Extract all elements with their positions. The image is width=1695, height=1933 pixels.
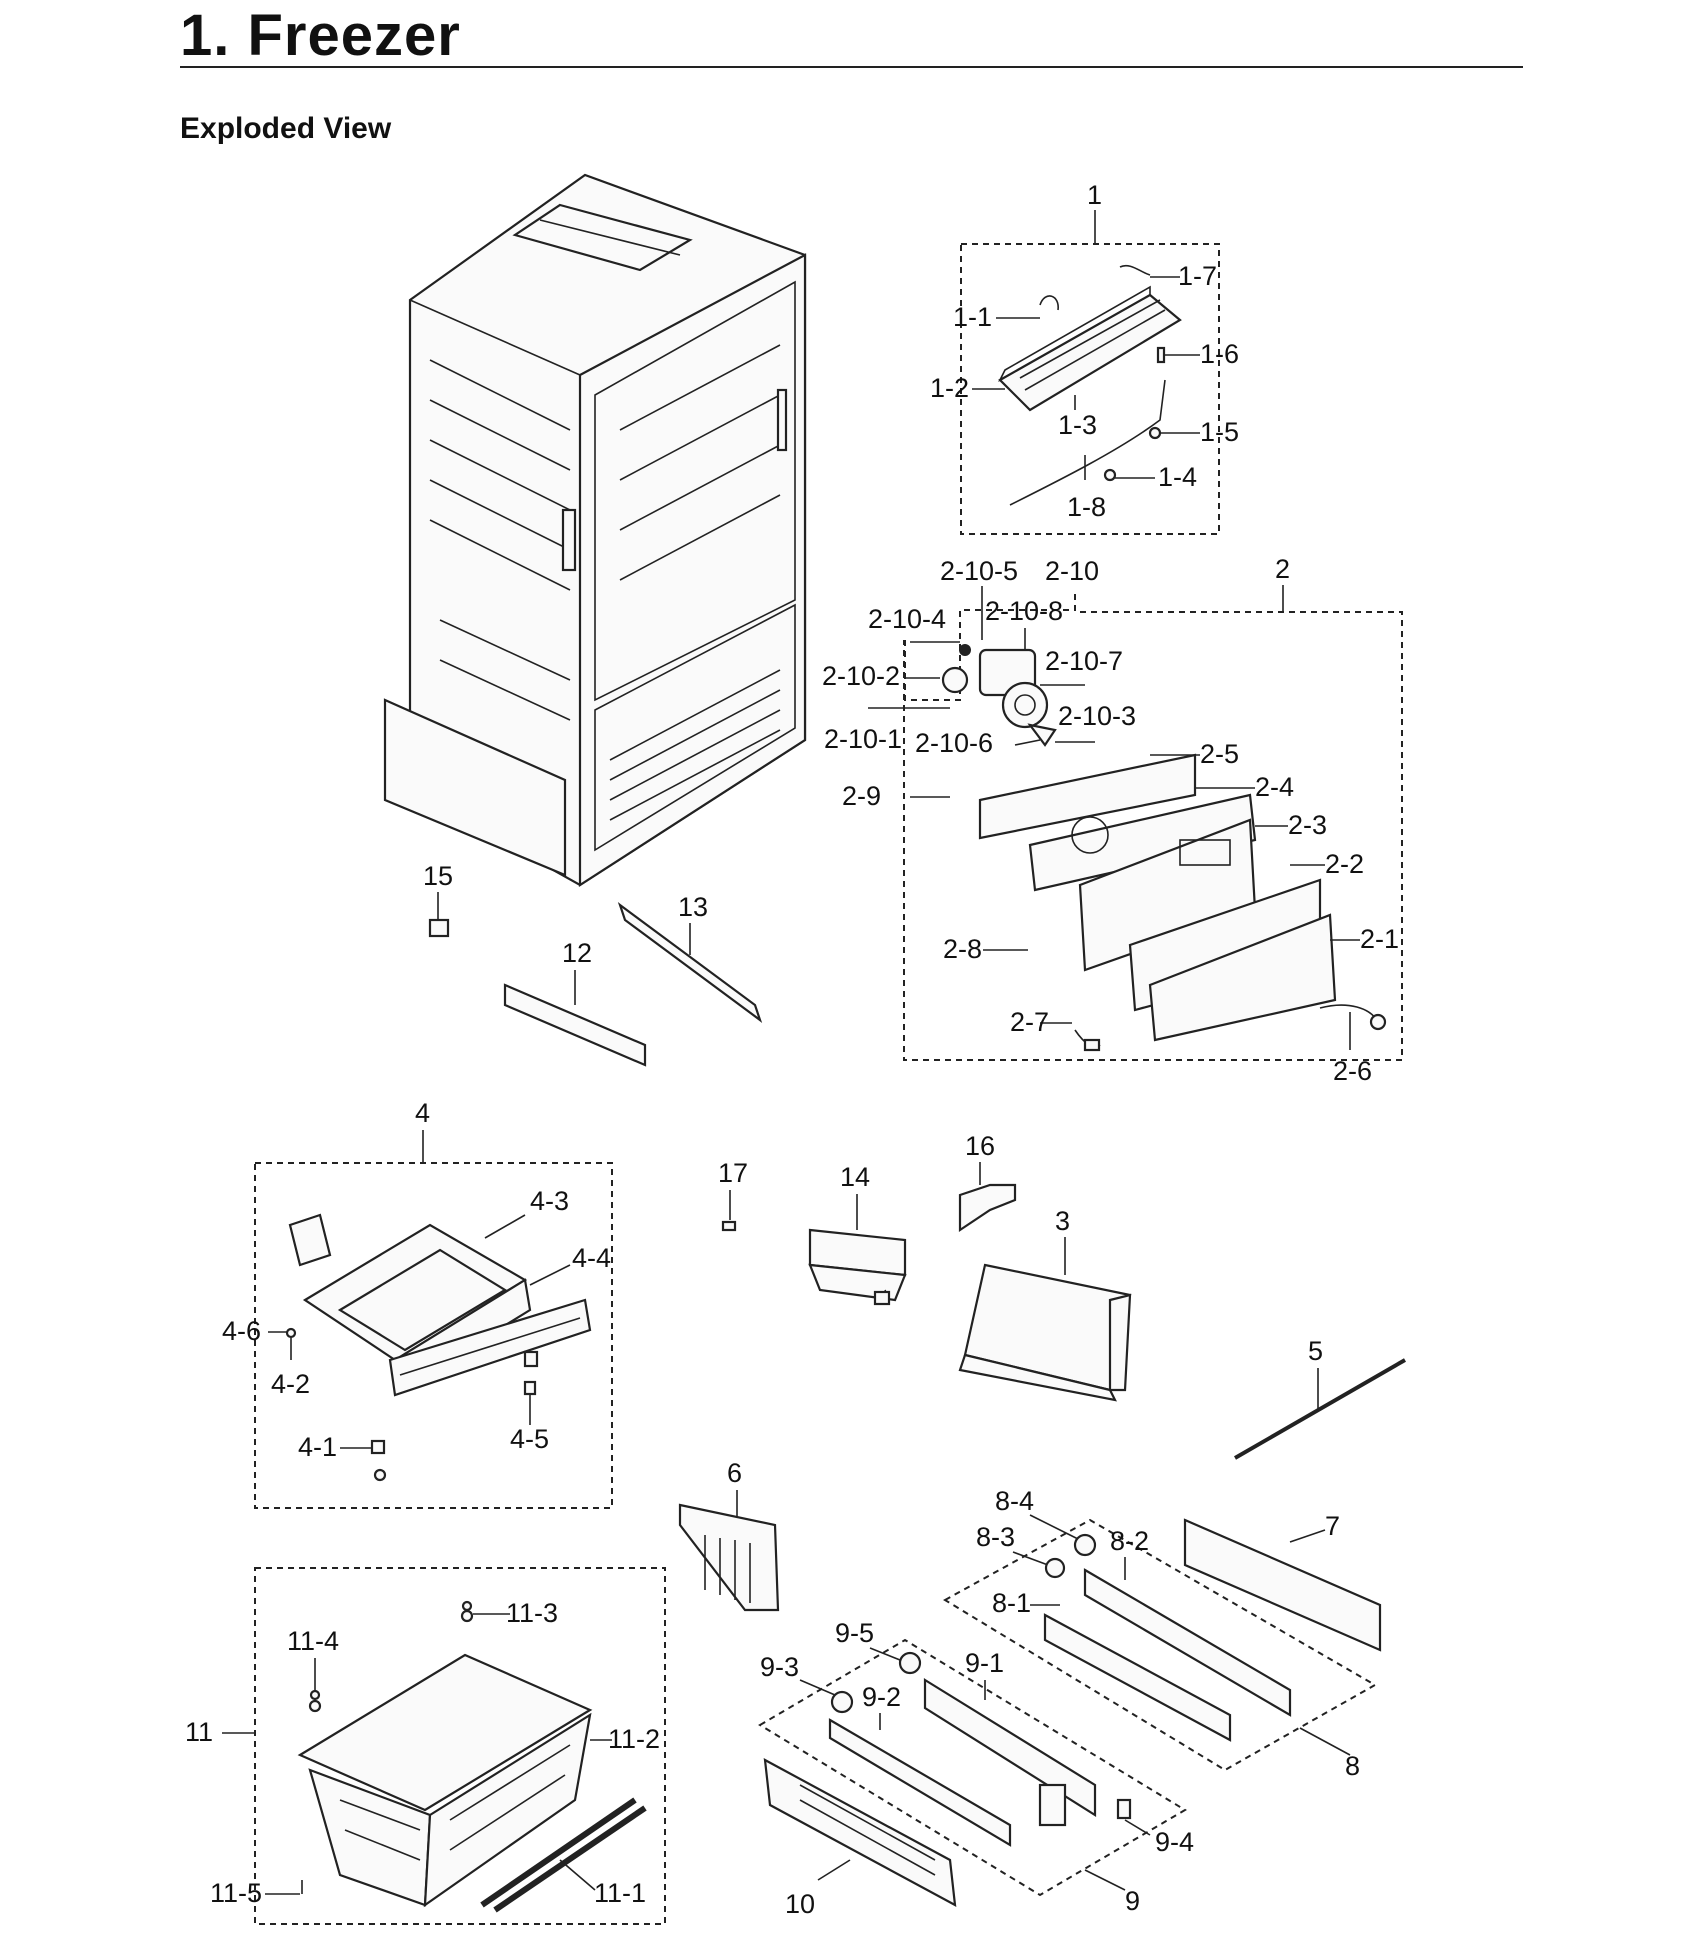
label-1-8: 1-8 — [1067, 492, 1106, 522]
label-9-3: 9-3 — [760, 1652, 799, 1682]
label-2-10: 2-10 — [1045, 556, 1099, 586]
rod-11-1-b — [493, 1805, 647, 1913]
label-2-10-4: 2-10-4 — [868, 604, 946, 634]
label-12: 12 — [562, 938, 592, 968]
group-2-10-box — [904, 590, 1076, 701]
label-2-6: 2-6 — [1333, 1056, 1372, 1086]
label-1-7: 1-7 — [1178, 261, 1217, 291]
label-11: 11 — [185, 1717, 213, 1747]
label-1-2: 1-2 — [930, 373, 969, 403]
part-10 — [763, 1758, 957, 1907]
freezer-cabinet — [383, 173, 807, 888]
label-2-10-3: 2-10-3 — [1058, 701, 1136, 731]
label-9-1: 9-1 — [965, 1648, 1004, 1678]
label-11-3: 11-3 — [506, 1598, 558, 1628]
rail-12 — [503, 983, 647, 1067]
label-5: 5 — [1308, 1336, 1323, 1366]
part-6 — [678, 1503, 780, 1612]
label-9-4: 9-4 — [1155, 1827, 1194, 1857]
label-2-9: 2-9 — [842, 781, 881, 811]
group-4-box — [254, 1162, 613, 1509]
label-14: 14 — [840, 1162, 870, 1192]
label-4-4: 4-4 — [572, 1243, 611, 1273]
label-1-4: 1-4 — [1158, 462, 1197, 492]
rail-13 — [617, 902, 763, 1023]
label-1-6: 1-6 — [1200, 339, 1239, 369]
title-rule — [180, 66, 1523, 68]
label-4-2: 4-2 — [271, 1369, 310, 1399]
part-16 — [958, 1183, 1017, 1233]
group-1-box — [960, 243, 1220, 535]
group-9-box — [758, 1638, 1187, 1897]
rail-9-1 — [923, 1678, 1097, 1817]
label-11-5: 11-5 — [210, 1878, 262, 1908]
label-6: 6 — [727, 1458, 742, 1488]
label-17: 17 — [718, 1158, 748, 1188]
fan-motor — [978, 648, 1057, 747]
label-16: 16 — [965, 1131, 995, 1161]
label-2-10-8: 2-10-8 — [985, 596, 1063, 626]
part-5-rod — [1234, 1358, 1406, 1460]
label-10: 10 — [785, 1889, 815, 1919]
label-2-10-6: 2-10-6 — [915, 728, 993, 758]
label-2-2: 2-2 — [1325, 849, 1364, 879]
upper-drawer — [288, 1213, 592, 1397]
label-1-1: 1-1 — [953, 302, 992, 332]
label-13: 13 — [678, 892, 708, 922]
label-2-7: 2-7 — [1010, 1007, 1049, 1037]
rail-8-1 — [1043, 1613, 1232, 1742]
rail-7 — [1183, 1518, 1382, 1652]
label-2-10-2: 2-10-2 — [822, 661, 900, 691]
part-14 — [808, 1228, 907, 1306]
label-7: 7 — [1325, 1511, 1340, 1541]
label-11-2: 11-2 — [608, 1724, 660, 1754]
label-8-2: 8-2 — [1110, 1526, 1149, 1556]
label-9: 9 — [1125, 1886, 1140, 1916]
label-2-5: 2-5 — [1200, 739, 1239, 769]
label-2-3: 2-3 — [1288, 810, 1327, 840]
group-8-box — [943, 1518, 1378, 1772]
label-4: 4 — [415, 1098, 430, 1128]
label-2-10-1: 2-10-1 — [824, 724, 902, 754]
lower-basket — [297, 1653, 593, 1908]
label-11-4: 11-4 — [287, 1626, 339, 1656]
page-subtitle: Exploded View — [180, 112, 392, 145]
label-1: 1 — [1087, 180, 1102, 210]
label-2-10-5: 2-10-5 — [940, 556, 1018, 586]
rail-8-2 — [1083, 1568, 1292, 1717]
group-11-box — [254, 1567, 666, 1925]
label-4-1: 4-1 — [298, 1432, 337, 1462]
label-2-1: 2-1 — [1360, 924, 1399, 954]
label-2-8: 2-8 — [943, 934, 982, 964]
label-8-4: 8-4 — [995, 1486, 1034, 1516]
label-2-4: 2-4 — [1255, 772, 1294, 802]
label-11-1: 11-1 — [594, 1878, 646, 1908]
label-4-5: 4-5 — [510, 1424, 549, 1454]
label-9-5: 9-5 — [835, 1618, 874, 1648]
label-4-6: 4-6 — [222, 1316, 261, 1346]
label-1-3: 1-3 — [1058, 410, 1097, 440]
rail-9-2 — [828, 1718, 1012, 1847]
label-15: 15 — [423, 861, 453, 891]
page-title: 1. Freezer — [180, 3, 461, 68]
label-2: 2 — [1275, 554, 1290, 584]
label-3: 3 — [1055, 1206, 1070, 1236]
label-4-3: 4-3 — [530, 1186, 569, 1216]
group-2-box — [903, 611, 1403, 1061]
label-8-3: 8-3 — [976, 1522, 1015, 1552]
label-8-1: 8-1 — [992, 1588, 1031, 1618]
label-9-2: 9-2 — [862, 1682, 901, 1712]
evaporator — [998, 285, 1182, 506]
rod-11-1-a — [480, 1797, 637, 1908]
label-1-5: 1-5 — [1200, 417, 1239, 447]
fan-cover-panels — [978, 753, 1337, 1042]
label-2-10-7: 2-10-7 — [1045, 646, 1123, 676]
label-8: 8 — [1345, 1751, 1360, 1781]
part-3 — [958, 1263, 1132, 1402]
